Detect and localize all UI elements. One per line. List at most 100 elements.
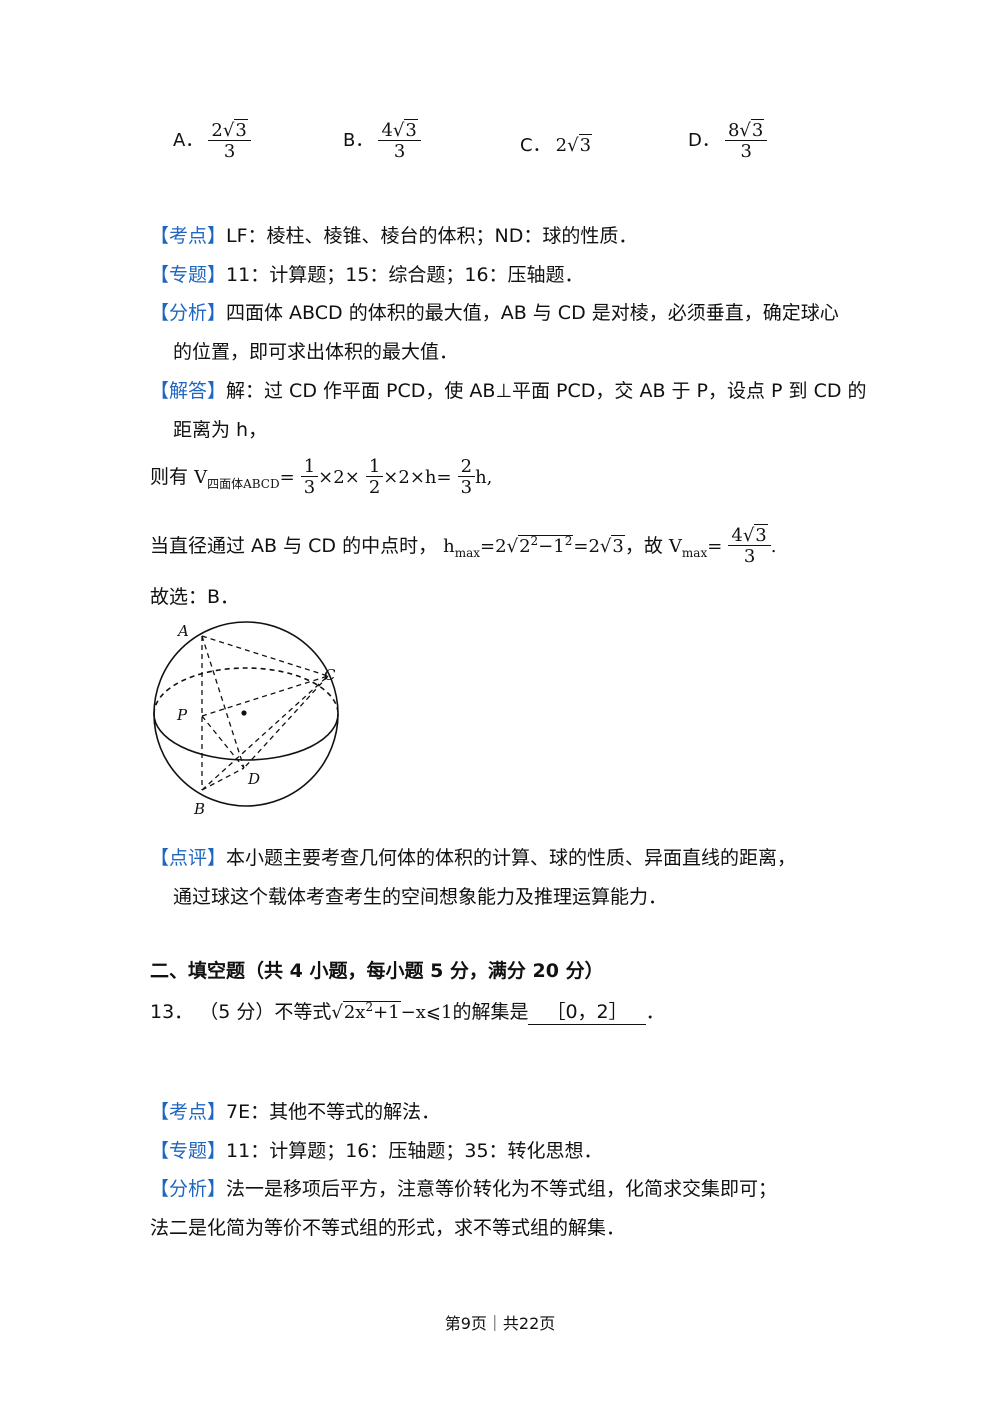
option-b-coef: 4 [381,120,393,141]
q12-jieda: 【解答】解：过 CD 作平面 PCD，使 AB⊥平面 PCD，交 AB 于 P，… [150,379,867,403]
q13-kaodian-tag: 【考点】 [150,1101,227,1123]
option-d-fraction: 8√3 3 [724,119,768,161]
q12-fenxi: 【分析】四面体 ABCD 的体积的最大值，AB 与 CD 是对棱，必须垂直，确定… [150,301,839,325]
jieda-tag: 【解答】 [150,380,227,402]
volume-v: V [194,467,208,488]
q13-kaodian-text: 7E：其他不等式的解法． [226,1101,441,1123]
q13-fenxi-tag: 【分析】 [150,1178,227,1200]
radical-sqrt: √22−12 [506,534,574,557]
label-c: C [324,666,336,684]
q13-rad-a: 2x [343,1002,366,1023]
times-2b: ×2×h= [383,467,452,488]
q13-answer-blank: ［0，2］ [528,1000,646,1025]
kaodian-tag: 【考点】 [150,225,227,247]
zhuanti-text: 11：计算题；15：综合题；16：压轴题． [226,264,584,286]
section-heading: 二、填空题（共 4 小题，每小题 5 分，满分 20 分） [150,960,604,982]
q13-score: （5 分）不等式 [199,1001,332,1023]
option-b-denominator: 3 [378,140,421,161]
q13-zhuanti-tag: 【专题】 [150,1140,227,1162]
fenxi-text-1: 四面体 ABCD 的体积的最大值，AB 与 CD 是对棱，必须垂直，确定球心 [226,302,839,324]
frac-one-third-den: 3 [300,476,319,497]
radical-minus: −1 [538,536,565,557]
eq-4: = [707,536,723,557]
q12-kaodian: 【考点】LF：棱柱、棱锥、棱台的体积；ND：球的性质． [150,224,637,248]
radical-exp-2: 2 [564,534,573,548]
q13-rad-b: +1 [373,1002,400,1023]
q13-fenxi-text-1: 法一是移项后平方，注意等价转化为不等式组，化简求交集即可； [226,1178,778,1200]
q13-stem: 13． （5 分）不等式√2x2+1−x⩽1的解集是［0，2］． [150,1000,665,1026]
radical-3: √3 [599,535,625,557]
option-a-denominator: 3 [208,140,251,161]
kaodian-text: LF：棱柱、棱锥、棱台的体积；ND：球的性质． [226,225,638,247]
frac-one-half-num: 1 [368,456,381,477]
sphere-tetrahedron-figure: A C P D B [153,621,339,818]
q13-zhuanti-text: 11：计算题；16：压轴题；35：转化思想． [226,1140,603,1162]
q13-fenxi: 【分析】法一是移项后平方，注意等价转化为不等式组，化简求交集即可； [150,1177,777,1201]
option-c-coef: 2 [555,135,568,156]
page-footer: 第9页｜共22页 [444,1314,556,1333]
q13-tail: −x⩽1 [400,1002,453,1023]
sphere-center-dot [241,710,247,716]
option-d: D． 8√3 3 [688,119,768,161]
option-d-denominator: 3 [724,140,768,161]
dianping-tag: 【点评】 [150,847,227,869]
radical-3-value: 3 [611,535,625,557]
q13-fenxi-text-2: 法二是化简为等价不等式组的形式，求不等式组的解集． [150,1217,626,1239]
zhijing-text: 当直径通过 AB 与 CD 的中点时， [150,535,438,557]
zeyou-text: 则有 [150,466,189,488]
zhuanti-tag: 【专题】 [150,264,227,286]
q13-mid: 的解集是 [452,1001,529,1023]
q13-rad-exp: 2 [365,1000,374,1014]
option-c-label: C． [520,135,551,156]
jieda-text-2: 距离为 h， [173,419,268,441]
answer-coef: 4 [731,525,743,546]
frac-one-third-num: 1 [303,456,316,477]
h-symbol: h [443,536,455,557]
q13-kaodian: 【考点】7E：其他不等式的解法． [150,1100,440,1124]
frac-two-thirds-den: 3 [457,476,476,497]
q13-zhuanti: 【专题】11：计算题；16：压轴题；35：转化思想． [150,1139,603,1163]
option-a-coef: 2 [211,120,223,141]
q12-zhuanti: 【专题】11：计算题；15：综合题；16：压轴题． [150,263,584,287]
option-a-fraction: 2√3 3 [208,119,251,161]
option-d-coef: 8 [727,120,740,141]
option-d-radicand: 3 [750,119,765,141]
option-a: A． 2√3 3 [173,119,251,161]
q13-number: 13． [150,1001,194,1023]
option-a-label: A． [173,130,204,151]
equator-front [153,713,339,761]
fenxi-tag: 【分析】 [150,302,227,324]
q13-radical: √2x2+1 [331,1000,401,1023]
guxuan-text: 故选：B． [150,586,240,608]
diameter-line: 当直径通过 AB 与 CD 的中点时， hmax=2√22−12=2√3，故 V… [150,524,776,566]
label-b: B [193,800,205,818]
option-a-radicand: 3 [234,119,248,141]
volume-v-subscript: 四面体ABCD [207,477,280,491]
answer-radicand: 3 [754,524,768,546]
label-d: D [247,770,260,788]
option-b-label: B． [343,130,374,151]
dianping-text-2: 通过球这个载体考查考生的空间想象能力及推理运算能力． [173,886,668,908]
option-c-radicand: 3 [578,134,593,156]
frac-two-thirds-num: 2 [460,456,473,477]
q13-end: ． [645,1001,665,1023]
fenxi-text-2: 的位置，即可求出体积的最大值． [173,341,459,363]
option-c: C． 2√3 [520,134,593,158]
label-p: P [176,706,188,724]
radical-exp-1: 2 [530,534,539,548]
dianping-text-1: 本小题主要考查几何体的体积的计算、球的性质、异面直线的距离， [226,847,797,869]
q12-dianping: 【点评】本小题主要考查几何体的体积的计算、球的性质、异面直线的距离， [150,846,796,870]
option-b-fraction: 4√3 3 [378,119,421,161]
eq-3: =2 [573,536,600,557]
tetrahedron-edges [201,635,329,791]
label-a: A [176,622,189,640]
h-max-subscript: max [454,546,481,560]
times-2a: ×2× [318,467,360,488]
eq-2: =2 [480,536,507,557]
h-end: h, [475,467,493,488]
option-d-label: D． [688,130,720,151]
